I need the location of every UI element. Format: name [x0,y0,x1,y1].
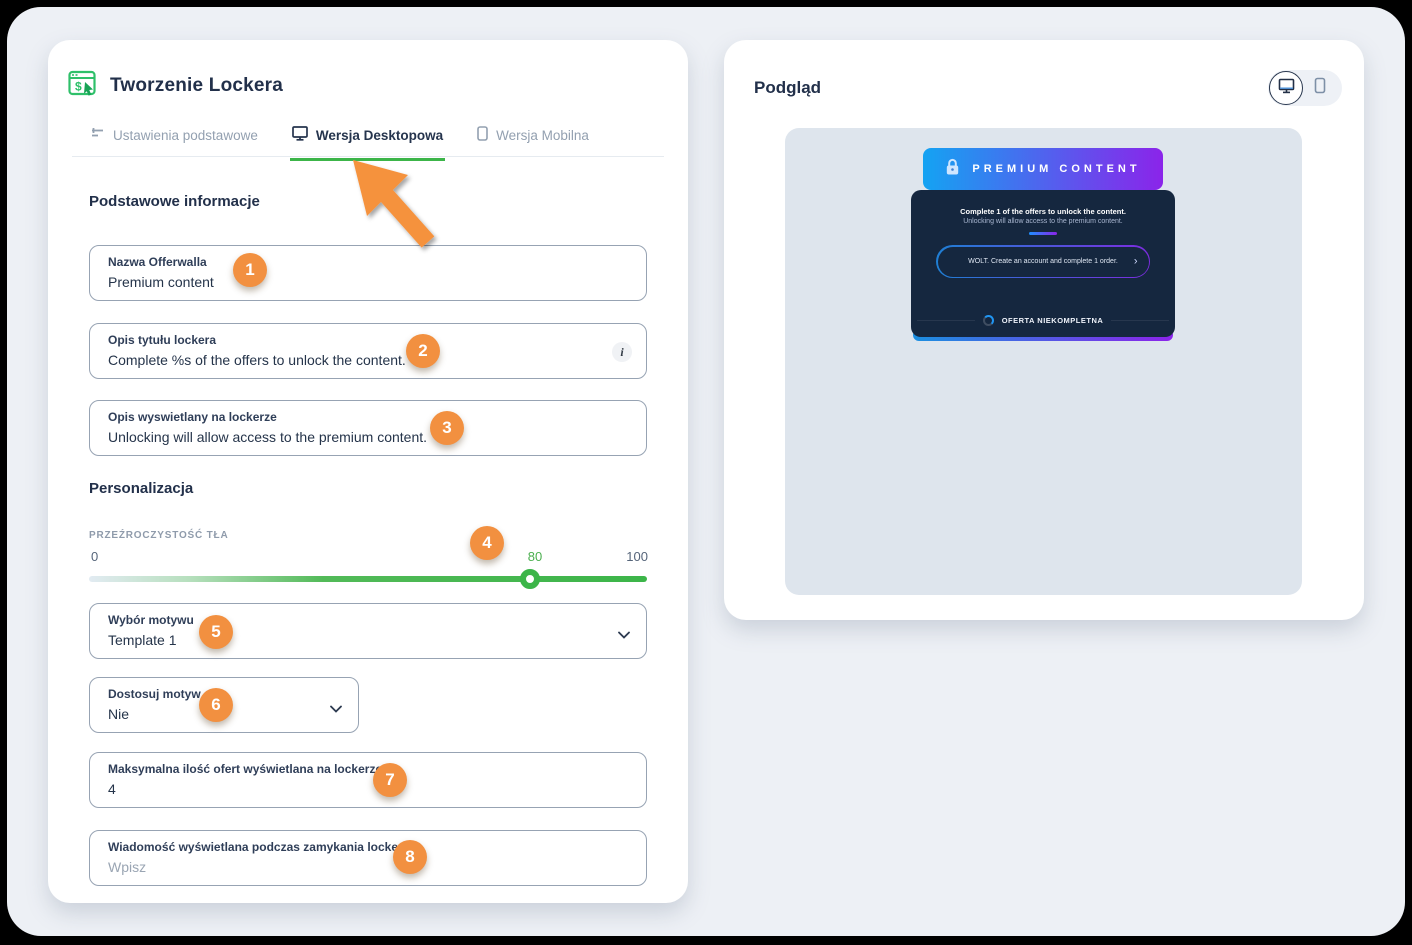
step-badge-8: 8 [393,840,427,874]
preview-title: Podgląd [754,78,822,97]
tab-mobile-version[interactable]: Wersja Mobilna [477,126,589,144]
locker-description-field[interactable]: Opis wyswietlany na lockerze Unlocking w… [89,400,647,456]
step-badge-2: 2 [406,334,440,368]
desktop-icon [1278,78,1295,99]
chevron-down-icon [330,700,342,718]
lock-icon [945,158,960,181]
slider-current-value: 80 [527,549,543,564]
step-badge-4: 4 [470,526,504,560]
field-placeholder: Wpisz [108,859,147,875]
field-label: Opis wyswietlany na lockerze [108,410,277,424]
mobile-preview-button[interactable] [1303,71,1337,105]
tab-label: Ustawienia podstawowe [113,127,258,143]
svg-text:$: $ [75,80,82,94]
preview-panel: Podgląd [724,40,1364,620]
theme-select[interactable]: Wybór motywu Template 1 [89,603,647,659]
max-offers-field[interactable]: Maksymalna ilość ofert wyświetlana na lo… [89,752,647,808]
field-label: Opis tytułu lockera [108,333,217,347]
field-label: Dostosuj motyw [108,687,201,701]
field-label: Wiadomość wyświetlana podczas zamykania … [108,840,410,854]
offer-text: WOLT. Create an account and complete 1 o… [968,258,1118,265]
offerwall-name-field[interactable]: Nazwa Offerwalla Premium content [89,245,647,301]
step-badge-3: 3 [430,411,464,445]
status-text: OFERTA NIEKOMPLETNA [1001,316,1104,325]
status-divider-right [1111,320,1170,321]
locker-preview-card: Complete 1 of the offers to unlock the c… [911,190,1175,337]
customize-theme-select[interactable]: Dostosuj motyw Nie [89,677,359,733]
info-icon[interactable]: i [612,342,632,362]
mobile-icon [477,126,488,144]
field-label: Maksymalna ilość ofert wyświetlana na lo… [108,762,383,776]
step-badge-1: 1 [233,253,267,287]
mobile-icon [1314,77,1326,99]
step-badge-6: 6 [199,688,233,722]
locker-headline: Complete 1 of the offers to unlock the c… [960,207,1126,216]
step-badge-5: 5 [199,615,233,649]
slider-max-label: 100 [626,549,648,564]
field-value: Unlocking will allow access to the premi… [108,429,428,445]
offer-row[interactable]: WOLT. Create an account and complete 1 o… [936,245,1150,278]
tab-bar: Ustawienia podstawowe Wersja Desktopowa [90,126,589,161]
field-value: Nie [108,706,130,722]
slider-min-label: 0 [91,549,99,564]
page-background: $ Tworzenie Lockera Ustawienia podstawow… [7,7,1405,936]
field-label: Nazwa Offerwalla [108,255,207,269]
step-badge-7: 7 [373,763,407,797]
locker-subheadline: Unlocking will allow access to the premi… [963,218,1123,225]
locker-divider [1029,232,1057,235]
device-toggle [1268,70,1342,106]
field-value: Template 1 [108,632,177,648]
tabs-divider [72,156,664,157]
locker-form-panel: $ Tworzenie Lockera Ustawienia podstawow… [48,40,688,903]
tab-label: Wersja Desktopowa [315,127,444,143]
field-value: Premium content [108,274,214,290]
locker-app-icon: $ [68,70,98,102]
section-basic-info: Podstawowe informacje [89,193,260,210]
section-personalization: Personalizacja [89,480,194,497]
desktop-icon [291,126,308,144]
tab-basic-settings[interactable]: Ustawienia podstawowe [90,126,258,144]
spinner-icon [982,315,994,326]
desktop-preview-button[interactable] [1269,71,1303,105]
page-title: Tworzenie Lockera [110,75,284,96]
banner-title: PREMIUM CONTENT [972,163,1141,175]
field-label: Wybór motywu [108,613,194,627]
field-value: Complete %s of the offers to unlock the … [108,352,406,368]
app-header: $ Tworzenie Lockera [68,70,283,102]
chevron-down-icon [618,626,630,644]
offer-chevron-icon: › [1133,254,1138,267]
opacity-slider-thumb[interactable] [519,569,540,589]
opacity-slider-label: PRZEŹROCZYSTOŚĆ TŁA [89,530,229,541]
offer-row-inner: WOLT. Create an account and complete 1 o… [937,246,1149,277]
field-value: 4 [108,781,116,797]
status-divider-left [916,320,975,321]
tune-icon [90,127,105,143]
tab-label: Wersja Mobilna [496,127,589,143]
orange-arrow-annotation [353,160,435,248]
close-message-field[interactable]: Wiadomość wyświetlana podczas zamykania … [89,830,647,886]
locker-title-description-field[interactable]: Opis tytułu lockera Complete %s of the o… [89,323,647,379]
opacity-slider[interactable] [89,569,647,589]
tab-desktop-version[interactable]: Wersja Desktopowa [289,126,446,161]
preview-canvas: PREMIUM CONTENT Complete 1 of the offers… [785,128,1302,595]
premium-banner: PREMIUM CONTENT [923,148,1163,190]
locker-status-row: OFERTA NIEKOMPLETNA [911,315,1175,326]
